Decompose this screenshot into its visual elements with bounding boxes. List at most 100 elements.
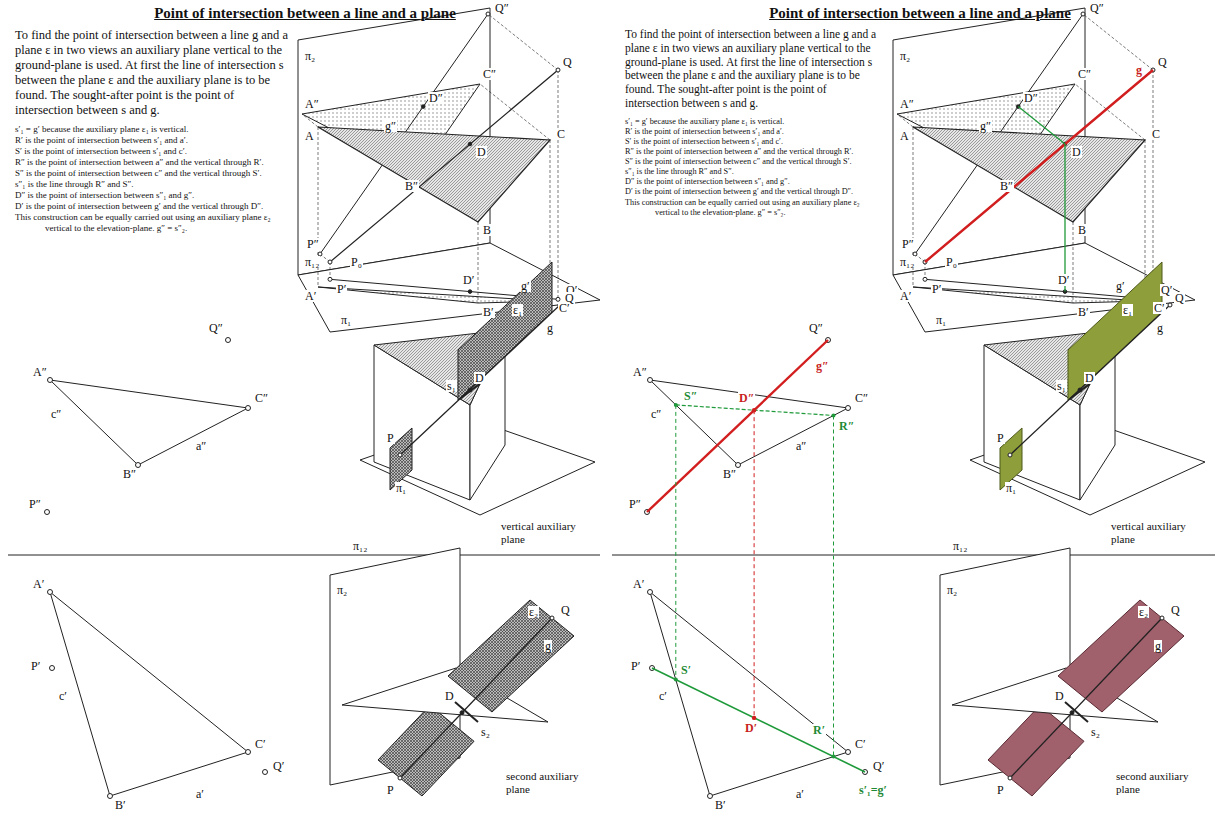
point-label: C′ (254, 738, 267, 750)
separator (8, 555, 600, 556)
figure-caption: vertical auxiliary plane (1110, 520, 1200, 546)
point-label: Q′ (872, 760, 885, 772)
point-label: P (386, 432, 395, 444)
definition: R′ is the point of intersection between … (625, 127, 880, 137)
point-label: A″ (899, 98, 915, 110)
page-title: Point of intersection between a line and… (620, 4, 1220, 22)
construction-label: S′ (680, 664, 692, 676)
point-label: a′ (195, 788, 205, 800)
construction-label: g (1135, 64, 1143, 76)
construction-label: R′ (812, 724, 826, 736)
point-label: a″ (195, 440, 207, 452)
point-label: Q (1170, 604, 1181, 616)
definition: S′ is the point of intersection between … (625, 137, 880, 147)
intersection-line (676, 405, 834, 416)
construction-label: s′₁=g′ (858, 784, 888, 796)
point-label: B (482, 224, 492, 236)
point-label: P″ (28, 498, 42, 510)
point-label: A′ (632, 578, 645, 590)
definition: S′ is the point of intersection between … (15, 146, 290, 157)
point-label: π₁₂ (952, 540, 968, 552)
point-label: A (899, 130, 910, 142)
line-g (1008, 303, 1172, 457)
projector (1018, 107, 1065, 144)
definition: s″₁ is the line through R″ and S″. (625, 167, 880, 177)
point-label: g (1154, 640, 1162, 652)
point-label: c′ (658, 690, 668, 702)
point-label: P′ (30, 660, 41, 672)
construction-label: D″ (738, 392, 755, 404)
projector (754, 410, 755, 718)
definition: s′₁ = g′ because the auxiliary plane ε₁ … (625, 117, 880, 127)
point-label: B″ (122, 468, 137, 480)
definition: R″ is the point of intersection between … (625, 147, 880, 157)
text-column: To find the point of intersection betwee… (15, 28, 290, 234)
point-label: s₂ (480, 726, 491, 738)
point-label: P″ (628, 498, 642, 510)
point-label: Q (564, 292, 575, 304)
separator (612, 555, 1215, 556)
plan-view (48, 590, 268, 799)
point-label: C′ (1153, 302, 1166, 314)
definition: S″ is the point of intersection between … (15, 168, 290, 179)
point-label: P (996, 784, 1005, 796)
point-label: ε₂ (1138, 606, 1149, 618)
intro-paragraph: To find the point of intersection betwee… (625, 28, 880, 111)
definition: s′₁ = g′ because the auxiliary plane ε₁ … (15, 124, 290, 135)
definition: D′ is the point of intersection between … (625, 187, 880, 197)
definition: D′ is the point of intersection between … (15, 201, 290, 212)
point-label: Q′ (272, 760, 285, 772)
point-label: D″ (1023, 92, 1039, 104)
page-title: Point of intersection between a line and… (5, 4, 605, 22)
point-label: Q (1174, 292, 1185, 304)
projector (1064, 144, 1065, 292)
point-label: D (476, 146, 487, 158)
point-label: A″ (304, 98, 320, 110)
point-label: B″ (404, 180, 419, 192)
point-label: c″ (50, 408, 62, 420)
point-label: A′ (32, 578, 45, 590)
line-g (398, 303, 562, 457)
point-label: c″ (650, 408, 662, 420)
auxiliary-plane (448, 600, 574, 712)
point-label: Q (562, 56, 573, 68)
point-label: B (1077, 224, 1087, 236)
point-label: π₂ (946, 584, 958, 596)
point-label: g″ (384, 120, 397, 132)
figure-caption: second auxiliary plane (1115, 770, 1205, 796)
point-label: D′ (1057, 274, 1070, 286)
point-label: B′ (114, 799, 127, 811)
point-label: D (1071, 146, 1082, 158)
definition: D″ is the point of intersection between … (625, 177, 880, 187)
point-label: P₀ (945, 256, 958, 268)
point-label: P (996, 432, 1005, 444)
definition: D″ is the point of intersection between … (15, 190, 290, 201)
point-label: ε₁ (1122, 304, 1133, 316)
point-label: Q′ (1160, 284, 1173, 296)
line-g-red (925, 70, 1153, 262)
point-label: C″ (254, 392, 269, 404)
point-label: Q (1157, 56, 1168, 68)
point-label: P″ (901, 238, 915, 250)
point-label: P₀ (350, 256, 363, 268)
construction-points (674, 403, 836, 759)
point-label: C′ (854, 738, 867, 750)
point-label: a″ (795, 440, 807, 452)
projector (833, 416, 834, 757)
auxiliary-plane (1068, 262, 1162, 400)
point-label: P′ (630, 660, 641, 672)
point-label: ε₂ (528, 606, 539, 618)
point-label: D (444, 690, 455, 702)
point-label: s₁ (446, 380, 457, 392)
point-label: Q″ (1089, 2, 1105, 14)
point-label: B″ (999, 180, 1014, 192)
point-label: Q″ (208, 322, 224, 334)
point-label: π₁₂ (899, 256, 915, 268)
point-label: s₂ (1090, 726, 1101, 738)
elevation-view (45, 338, 251, 515)
point-label: Q (560, 604, 571, 616)
left-page (8, 8, 600, 799)
point-label: π₂ (899, 50, 911, 62)
point-label: D′ (462, 274, 475, 286)
